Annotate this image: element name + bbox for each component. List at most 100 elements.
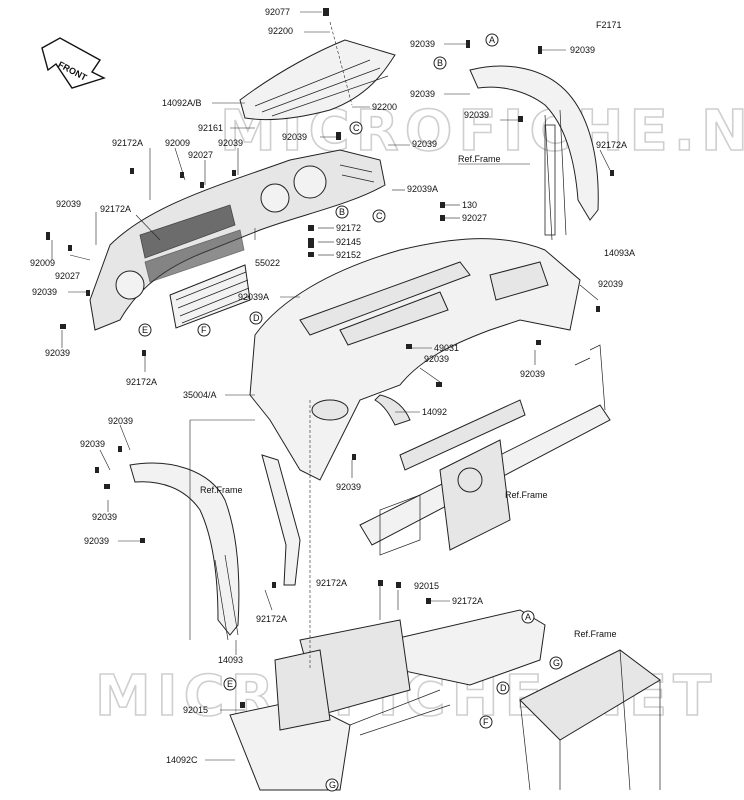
callout-f-mid: F (197, 323, 211, 337)
label-92015-b: 92015 (183, 705, 208, 715)
callout-a-top: A (485, 33, 499, 47)
lower-right-frame-part (519, 649, 661, 791)
label-92009-a: 92009 (165, 138, 190, 148)
callout-g-bottom: G (325, 778, 339, 792)
figure-code: F2171 (596, 20, 622, 30)
label-92172a-a: 92172A (112, 138, 143, 148)
label-92039a-b: 92039A (238, 292, 269, 302)
floor-pan-part (229, 609, 546, 791)
label-14093: 14093 (218, 655, 243, 665)
rear-frame-part (359, 344, 611, 556)
label-92009-b: 92009 (30, 258, 55, 268)
label-92172a-f: 92172A (452, 596, 483, 606)
label-92172a-e: 92172A (316, 578, 347, 588)
label-92172a-b: 92172A (100, 204, 131, 214)
label-92039-n: 92039 (84, 536, 109, 546)
label-92039-mid: 92039 (464, 110, 489, 120)
svg-text:C: C (376, 211, 383, 221)
label-92172a-d: 92172A (256, 614, 287, 624)
label-92039-e: 92039 (32, 287, 57, 297)
frame-bracket-part (261, 454, 301, 586)
callout-d-mid: D (249, 311, 263, 325)
label-92039-b2: 92039 (410, 89, 435, 99)
label-92039-f: 92039 (598, 279, 623, 289)
front-arrow-icon: FRONT (41, 37, 106, 89)
label-35004: 35004/A (183, 390, 217, 400)
callout-b-top: B (433, 56, 447, 70)
svg-text:G: G (553, 658, 560, 668)
ref-frame-label-3: Ref.Frame (200, 485, 243, 495)
label-92039-j: 92039 (108, 416, 133, 426)
label-92027-b: 92027 (462, 213, 487, 223)
svg-text:D: D (500, 683, 507, 693)
label-92015-a: 92015 (414, 581, 439, 591)
label-92027-c: 92027 (55, 271, 80, 281)
label-130: 130 (462, 200, 477, 210)
label-92039-i: 92039 (520, 369, 545, 379)
label-92039-top: 92039 (410, 39, 435, 49)
label-92161: 92161 (198, 123, 223, 133)
label-55022: 55022 (255, 258, 280, 268)
label-92039a: 92039A (407, 184, 438, 194)
label-92172a-r: 92172A (596, 140, 627, 150)
label-49031: 49031 (434, 343, 459, 353)
part-labels: 92077 92200 14092A/B 92200 92161 92039 9… (30, 7, 635, 765)
callout-c-mid: C (372, 209, 386, 223)
label-92039-a: 92039 (282, 132, 307, 142)
svg-text:B: B (339, 207, 345, 217)
label-14093a: 14093A (604, 248, 635, 258)
callout-e-mid: E (138, 323, 152, 337)
label-92039-g: 92039 (45, 348, 70, 358)
svg-text:D: D (253, 313, 260, 323)
callout-b-mid: B (335, 205, 349, 219)
callout-f-right: F (479, 715, 493, 729)
callout-e-bottom: E (223, 677, 237, 691)
svg-text:F: F (483, 717, 489, 727)
label-92039-b: 92039 (412, 139, 437, 149)
callout-a-bottom: A (521, 610, 535, 624)
callout-c-top: C (349, 121, 363, 135)
label-92039-h: 92039 (424, 354, 449, 364)
label-92039-m: 92039 (92, 512, 117, 522)
label-92039-tr: 92039 (570, 45, 595, 55)
label-92200-top: 92200 (268, 26, 293, 36)
leader-lines (51, 11, 611, 761)
label-92039-k: 92039 (80, 439, 105, 449)
svg-text:C: C (353, 123, 360, 133)
callout-d-right: D (496, 681, 510, 695)
label-14092c: 14092C (166, 755, 198, 765)
label-92039-l: 92039 (336, 482, 361, 492)
dashboard-body-part (249, 238, 581, 481)
svg-text:A: A (525, 612, 531, 622)
label-14092ab: 14092A/B (162, 98, 202, 108)
label-92152: 92152 (336, 250, 361, 260)
svg-text:G: G (329, 780, 336, 790)
label-92172a-c: 92172A (126, 377, 157, 387)
label-92039-d: 92039 (56, 199, 81, 209)
label-92145: 92145 (336, 237, 361, 247)
left-fender-part (129, 462, 240, 641)
fasteners (46, 8, 614, 708)
svg-text:F: F (201, 325, 207, 335)
svg-text:B: B (437, 58, 443, 68)
svg-text:E: E (142, 325, 148, 335)
ref-frame-label-1: Ref.Frame (458, 154, 501, 164)
svg-text:A: A (489, 35, 495, 45)
label-92027-a: 92027 (188, 150, 213, 160)
label-92172: 92172 (336, 223, 361, 233)
label-92200-bottom: 92200 (372, 102, 397, 112)
label-92039-c: 92039 (218, 138, 243, 148)
instrument-panel-part (89, 149, 386, 331)
label-14092: 14092 (422, 407, 447, 417)
svg-text:E: E (227, 679, 233, 689)
grille-part (169, 264, 251, 329)
right-fender-part (469, 65, 599, 241)
callout-g-right: G (549, 656, 563, 670)
label-92077: 92077 (265, 7, 290, 17)
ref-frame-label-2: Ref.Frame (505, 490, 548, 500)
dash-cover-part (239, 21, 396, 121)
ref-frame-label-4: Ref.Frame (574, 629, 617, 639)
callouts: A B C B C D E F A G D E F G (138, 33, 563, 792)
